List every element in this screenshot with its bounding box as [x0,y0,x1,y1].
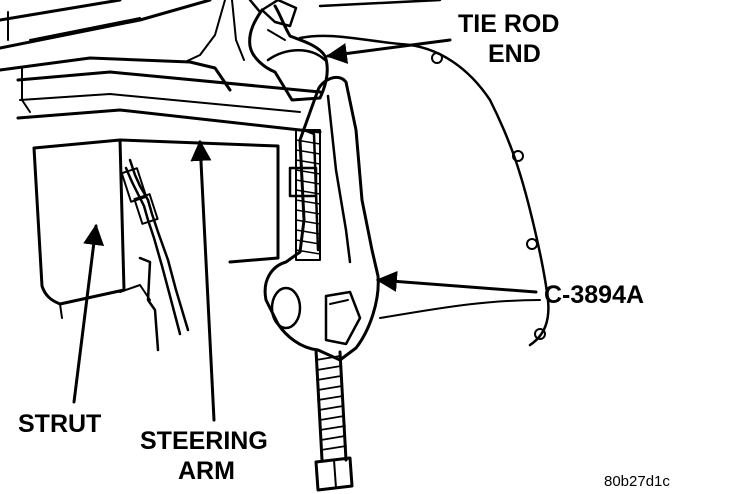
steering-arm-label-line2: ARM [178,457,235,485]
callout-arrows [72,38,538,422]
tie-rod-end-label-line2: END [488,40,541,68]
strut-body [32,138,151,319]
strut-arrow [72,223,105,404]
tie-rod-end-arrow [325,38,452,64]
tool-arrow [375,270,538,294]
tie-rod-end-label-line1: TIE ROD [458,10,559,38]
puller-tool [263,76,380,492]
steering-arm-label-line1: STEERING [140,427,268,455]
steering-arm [16,70,322,264]
strut-label: STRUT [18,410,101,438]
tool-label: C-3894A [544,281,644,309]
steering-arm-arrow [190,139,216,422]
brake-hose [120,158,190,352]
figure-code: 80b27d1c [604,473,670,490]
knuckle-outline [298,0,550,347]
